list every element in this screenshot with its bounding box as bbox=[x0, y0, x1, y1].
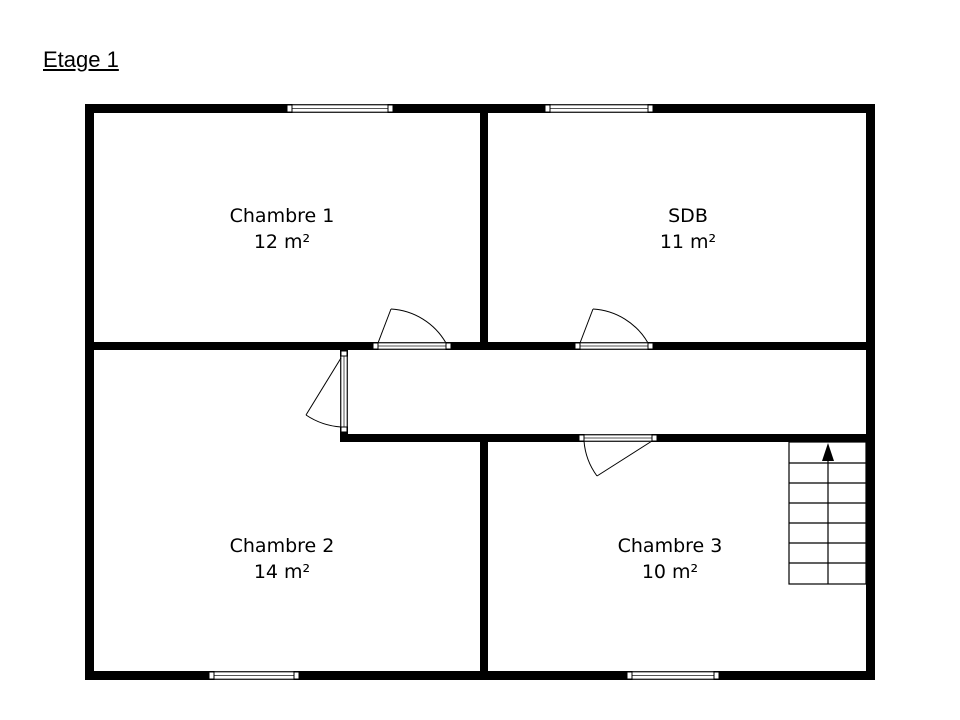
room-area-chambre-2: 14 m² bbox=[254, 561, 310, 583]
room-labels: Chambre 1 12 m² SDB 11 m² Chambre 2 14 m… bbox=[230, 205, 723, 583]
door-sdb bbox=[574, 308, 654, 350]
page-title: Etage 1 bbox=[43, 47, 119, 72]
wall-middle-bottom bbox=[480, 434, 488, 680]
windows bbox=[208, 104, 720, 680]
wall-left bbox=[85, 104, 94, 680]
window-chambre-2 bbox=[208, 671, 300, 680]
arrow-up-icon bbox=[822, 443, 834, 461]
room-name-chambre-3: Chambre 3 bbox=[618, 535, 723, 557]
window-sdb bbox=[544, 104, 654, 113]
window-chambre-1 bbox=[286, 104, 394, 113]
room-area-chambre-1: 12 m² bbox=[254, 231, 310, 253]
room-area-chambre-3: 10 m² bbox=[642, 561, 698, 583]
wall-middle-top bbox=[480, 104, 488, 350]
room-name-chambre-1: Chambre 1 bbox=[230, 205, 335, 227]
doors bbox=[305, 308, 658, 477]
walls bbox=[85, 104, 875, 680]
room-name-sdb: SDB bbox=[668, 205, 708, 227]
room-name-chambre-2: Chambre 2 bbox=[230, 535, 335, 557]
wall-right bbox=[866, 104, 875, 680]
window-chambre-3 bbox=[626, 671, 720, 680]
staircase bbox=[788, 441, 867, 585]
room-area-sdb: 11 m² bbox=[660, 231, 716, 253]
door-chambre-3 bbox=[578, 434, 658, 477]
door-chambre-2 bbox=[305, 350, 348, 433]
wall-horizontal-upper bbox=[85, 342, 875, 350]
door-chambre-1 bbox=[372, 308, 452, 350]
